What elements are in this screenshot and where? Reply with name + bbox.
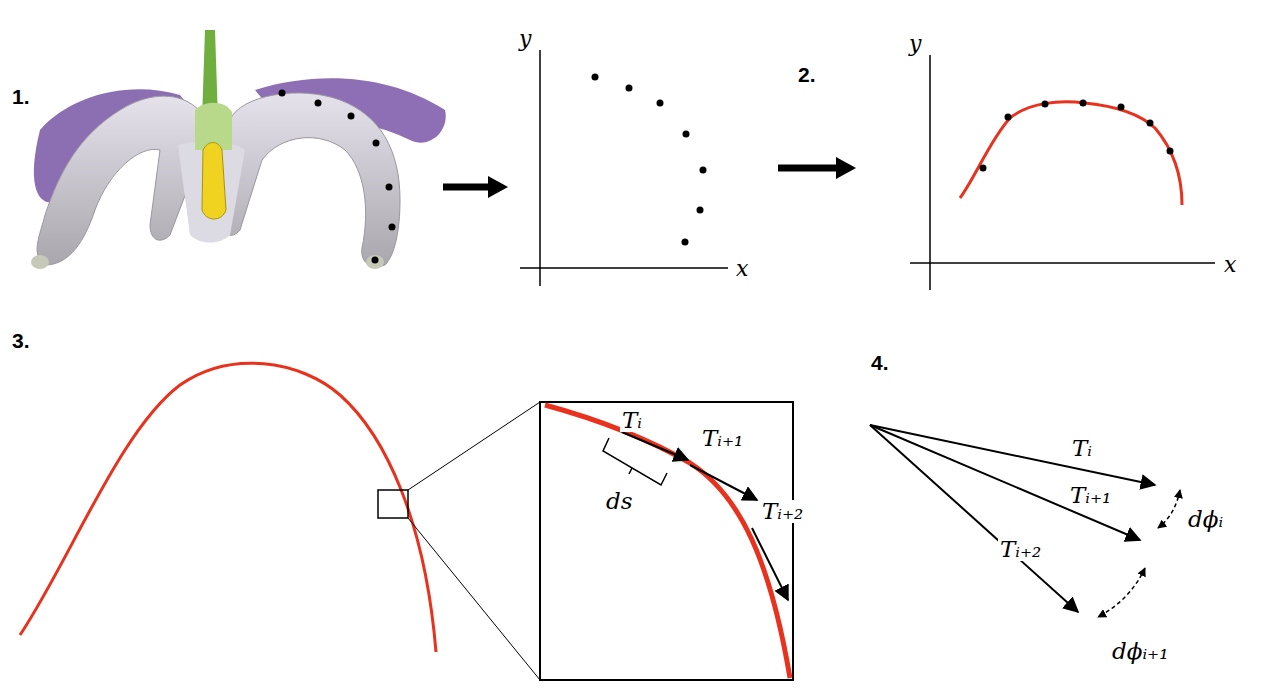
angle-label: dϕᵢ xyxy=(1186,508,1225,531)
axis-label: y xyxy=(519,28,531,50)
arc-length-label: ds xyxy=(604,490,635,513)
panel-number: 2. xyxy=(798,64,816,85)
vector-label: Tᵢ₊₁ xyxy=(700,427,745,450)
curve-zoom xyxy=(20,363,793,680)
axis-label: y xyxy=(909,33,921,55)
axis-label: x xyxy=(736,258,748,280)
axis-label: x xyxy=(1224,254,1236,276)
angle-label: dϕᵢ₊₁ xyxy=(1110,640,1170,663)
panel-number: 3. xyxy=(12,330,30,351)
vector-label: Tᵢ₊₂ xyxy=(998,538,1043,561)
vector-label: Tᵢ xyxy=(620,409,644,432)
vector-label: Tᵢ xyxy=(1070,437,1094,460)
fitted-curve-plot xyxy=(910,55,1215,290)
panel-number: 4. xyxy=(871,352,889,373)
step-arrow xyxy=(443,157,856,198)
panel-number: 1. xyxy=(12,86,30,107)
flower-photo xyxy=(31,30,446,269)
scatter-plot xyxy=(520,50,728,286)
tangent-vectors xyxy=(870,425,1180,617)
vector-label: Tᵢ₊₁ xyxy=(1068,484,1113,507)
vector-label: Tᵢ₊₂ xyxy=(760,500,805,523)
